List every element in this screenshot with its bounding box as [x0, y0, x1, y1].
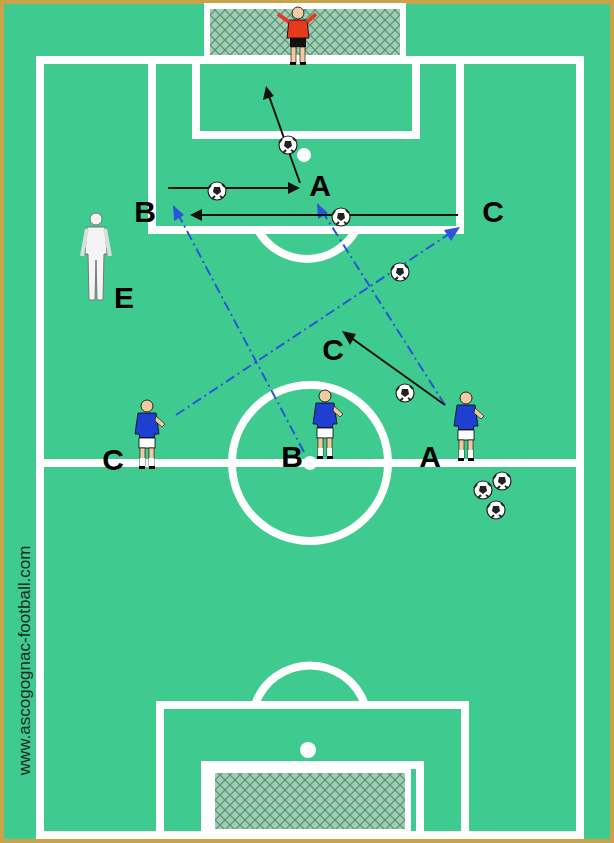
player-letter: C — [482, 197, 504, 227]
player-letter: C — [322, 335, 344, 365]
player-letter: E — [114, 283, 134, 313]
player-letter: B — [281, 442, 303, 472]
player-letter: A — [309, 171, 331, 201]
player-letter: A — [419, 442, 441, 472]
player-letter: C — [102, 445, 124, 475]
watermark: www.ascogognac-football.com — [17, 545, 34, 775]
player-letter: B — [134, 197, 156, 227]
